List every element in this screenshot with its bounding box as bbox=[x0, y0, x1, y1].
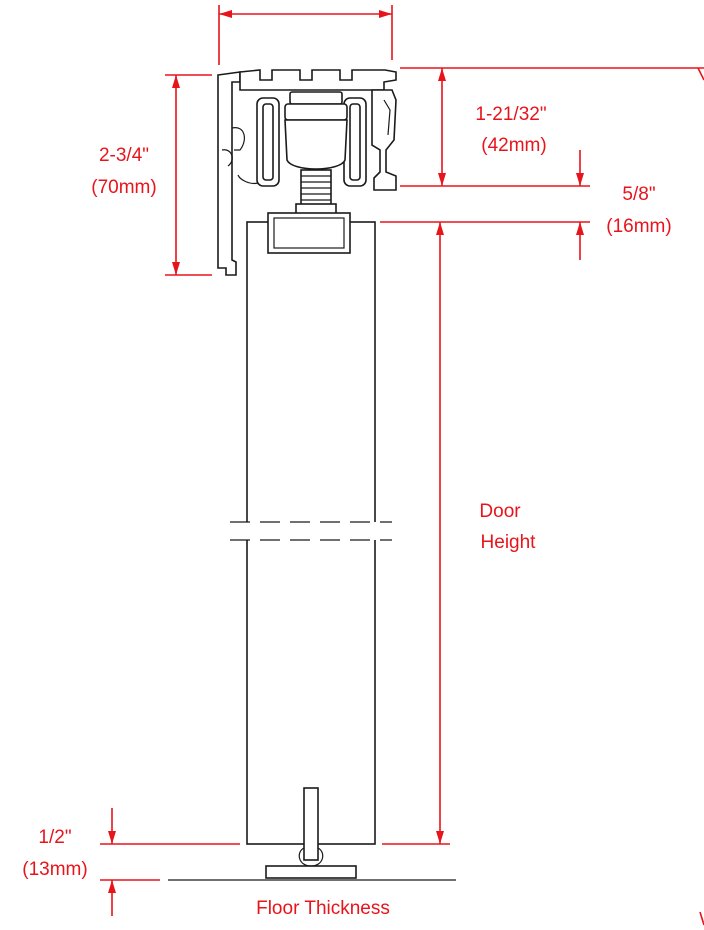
track-width-dimension bbox=[218, 5, 393, 65]
floor-guide bbox=[168, 787, 456, 881]
floor-thickness-label: Floor Thickness bbox=[256, 898, 390, 919]
track-height-metric-label: (70mm) bbox=[91, 177, 156, 198]
carrier-height-imperial-label: 1-21/32" bbox=[475, 104, 546, 125]
carrier-height-dimension bbox=[400, 67, 704, 187]
floor-gap-metric-label: (13mm) bbox=[22, 859, 87, 880]
track-height-imperial-label: 2-3/4" bbox=[99, 145, 149, 166]
door-height-dimension bbox=[382, 222, 450, 845]
door-panel bbox=[230, 212, 392, 845]
door-height-label-line2: Height bbox=[481, 532, 537, 553]
floor-gap-imperial-label: 1/2" bbox=[38, 827, 71, 848]
carrier-gap-dimension bbox=[380, 150, 590, 260]
door-height-label-line1: Door bbox=[479, 501, 521, 522]
track-profile bbox=[217, 69, 397, 276]
edge-mark-top bbox=[697, 67, 704, 81]
floor-gap-dimension bbox=[100, 808, 240, 916]
track-height-dimension bbox=[165, 74, 212, 276]
carrier-gap-metric-label: (16mm) bbox=[606, 216, 671, 237]
roller-carrier bbox=[256, 91, 367, 215]
carrier-gap-imperial-label: 5/8" bbox=[622, 184, 655, 205]
edge-mark-bottom bbox=[699, 911, 704, 926]
carrier-height-metric-label: (42mm) bbox=[481, 135, 546, 156]
